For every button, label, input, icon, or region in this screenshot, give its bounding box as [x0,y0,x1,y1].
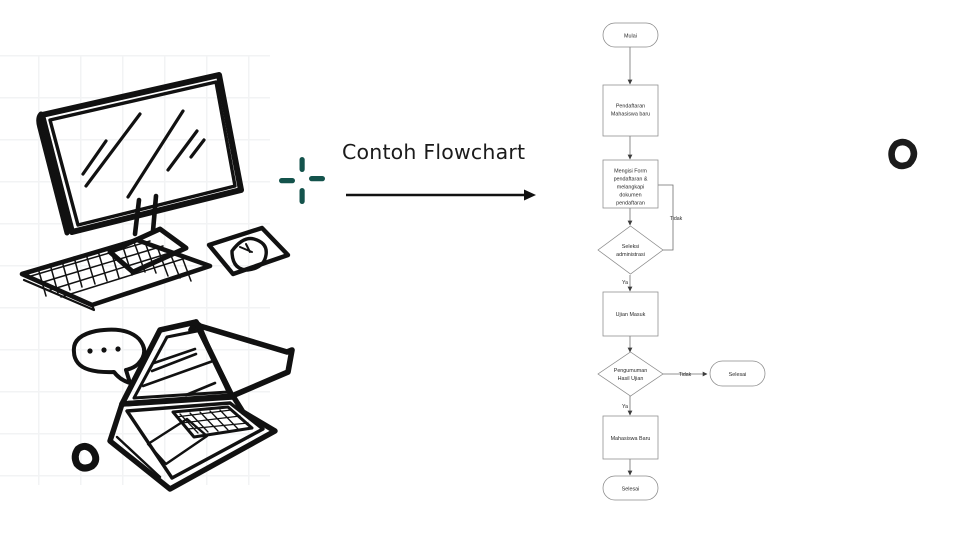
node-fill-form-line3: melangkapi [617,185,645,191]
node-exam-result[interactable]: Pengumuman Hasil Ujian [597,351,664,397]
node-end-success[interactable]: Selesai [602,475,659,501]
node-exam-result-line2: Hasil Ujian [618,376,644,382]
desktop-monitor [36,72,244,275]
node-admin-check[interactable]: Seleksi administrasi [597,225,664,275]
title-underline-arrow [346,189,536,201]
node-fill-form-line1: Mengisi Form [614,169,647,175]
edge-label-admin-no: Tidak [670,216,683,222]
edge-label-result-no: Tidak [679,372,692,378]
ink-blob-right [888,138,918,170]
mouse-on-pad [206,225,291,277]
node-fill-form[interactable]: Mengisi Form pendaftaran & melangkapi do… [602,159,659,209]
doodle-artwork [19,72,295,492]
node-end-fail-label: Selesai [729,372,747,378]
node-entry-exam-label: Ujian Masuk [616,312,646,318]
node-registration-line1: Pendaftaran [616,104,645,110]
node-admin-check-line1: Seleksi [622,244,639,250]
illustration-panel [0,0,300,540]
sparkle-ornament [279,157,325,204]
laptop [107,319,295,492]
node-new-student[interactable]: Mahasiswa Baru [602,415,659,460]
page-title: Contoh Flowchart [342,140,526,164]
node-fill-form-line4: dokumen [619,193,641,199]
node-admin-check-line2: administrasi [616,252,645,258]
flowchart: Mulai Pendaftaran Mahasiswa baru Mengisi… [597,22,766,501]
node-fill-form-line2: pendaftaran & [614,177,648,183]
node-exam-result-line1: Pengumuman [614,368,648,374]
node-start[interactable]: Mulai [602,22,659,48]
edge-label-admin-yes: Ya [622,280,628,286]
keyboard [19,237,213,312]
title-block: Contoh Flowchart [270,120,560,230]
edge-label-result-yes: Ya [622,404,628,410]
speech-bubble [71,327,147,385]
node-end-success-label: Selesai [622,487,640,493]
ink-blob [71,442,100,472]
node-fill-form-line5: pendaftaran [616,201,645,207]
node-registration[interactable]: Pendaftaran Mahasiswa baru [602,84,659,137]
node-registration-line2: Mahasiswa baru [611,112,650,118]
node-end-fail[interactable]: Selesai [709,360,766,387]
node-new-student-label: Mahasiswa Baru [611,436,651,442]
node-entry-exam[interactable]: Ujian Masuk [602,291,659,337]
node-start-label: Mulai [624,33,637,39]
